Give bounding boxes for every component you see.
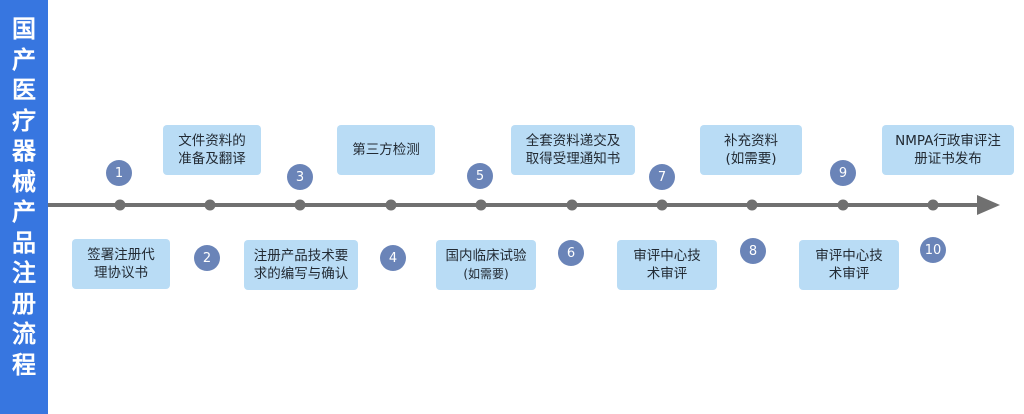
title-char: 注 (12, 259, 36, 287)
step-text-line: 理协议书 (94, 265, 148, 281)
title-char: 械 (12, 167, 36, 196)
timeline-arrowhead (977, 195, 1000, 215)
title-char: 品 (12, 228, 36, 257)
title-char: 器 (12, 137, 36, 165)
step-text-line: 术审评 (828, 266, 870, 282)
step-text-line: 注册产品技术要 (253, 248, 349, 264)
step-text-line: 审评中心技 (633, 248, 701, 264)
step-text-line: 国内临床试验 (445, 248, 527, 264)
step-box: 国内临床试验 (如需要) (436, 240, 536, 290)
timeline-dot (656, 199, 668, 211)
step-number-badge: 4 (380, 245, 406, 271)
vertical-title: 国 产 医 疗 器 械 产 品 注 册 流 程 (0, 14, 48, 380)
step-text-line: 签署注册代 (87, 247, 155, 263)
title-char: 国 (12, 15, 36, 43)
step-box: 注册产品技术要 求的编写与确认 (244, 240, 358, 290)
timeline-axis (48, 195, 1000, 215)
title-char: 程 (12, 350, 36, 379)
step-text-line: NMPA行政审评注 (895, 133, 1001, 149)
timeline-dot (114, 199, 126, 211)
step-number-badge: 10 (920, 237, 946, 263)
step-number-badge: 5 (467, 163, 493, 189)
step-box: 审评中心技 术审评 (799, 240, 899, 290)
title-char: 流 (12, 320, 36, 348)
timeline-dot (746, 199, 758, 211)
step-box: 第三方检测 (337, 125, 435, 175)
title-char: 医 (12, 76, 36, 104)
timeline-dot (385, 199, 397, 211)
step-text-line: 补充资料 (724, 133, 778, 149)
timeline-dot (204, 199, 216, 211)
step-text-line: 册证书发布 (914, 151, 982, 167)
step-box: 文件资料的 准备及翻译 (163, 125, 261, 175)
step-text-line: (如需要) (463, 267, 509, 281)
title-char: 产 (12, 198, 36, 226)
step-text-line: 全套资料递交及 (525, 133, 621, 149)
step-number-badge: 6 (558, 240, 584, 266)
step-number-badge: 9 (830, 160, 856, 186)
step-number-badge: 7 (649, 164, 675, 190)
step-text-line: (如需要) (725, 151, 777, 167)
step-text-line: 取得受理通知书 (525, 151, 621, 167)
step-number-badge: 1 (106, 160, 132, 186)
step-box: NMPA行政审评注 册证书发布 (882, 125, 1014, 175)
step-box: 全套资料递交及 取得受理通知书 (511, 125, 635, 175)
step-text-line: 准备及翻译 (178, 151, 246, 167)
title-char: 产 (12, 45, 36, 74)
title-char: 册 (12, 289, 36, 318)
timeline-dot (927, 199, 939, 211)
step-text-line: 文件资料的 (178, 133, 246, 149)
step-box: 签署注册代 理协议书 (72, 239, 170, 289)
step-number-badge: 8 (740, 238, 766, 264)
timeline-dot (294, 199, 306, 211)
title-char: 疗 (12, 106, 36, 135)
step-number-badge: 2 (194, 245, 220, 271)
step-box: 审评中心技 术审评 (617, 240, 717, 290)
timeline-dot (566, 199, 578, 211)
step-box: 补充资料 (如需要) (700, 125, 802, 175)
step-text-line: 术审评 (646, 266, 688, 282)
timeline-dot (475, 199, 487, 211)
step-text-line: 第三方检测 (352, 142, 420, 158)
step-text-line: 审评中心技 (815, 248, 883, 264)
step-text-line: 求的编写与确认 (253, 266, 349, 282)
step-number-badge: 3 (287, 164, 313, 190)
sidebar-panel: 国 产 医 疗 器 械 产 品 注 册 流 程 (0, 0, 48, 414)
timeline-dot (837, 199, 849, 211)
